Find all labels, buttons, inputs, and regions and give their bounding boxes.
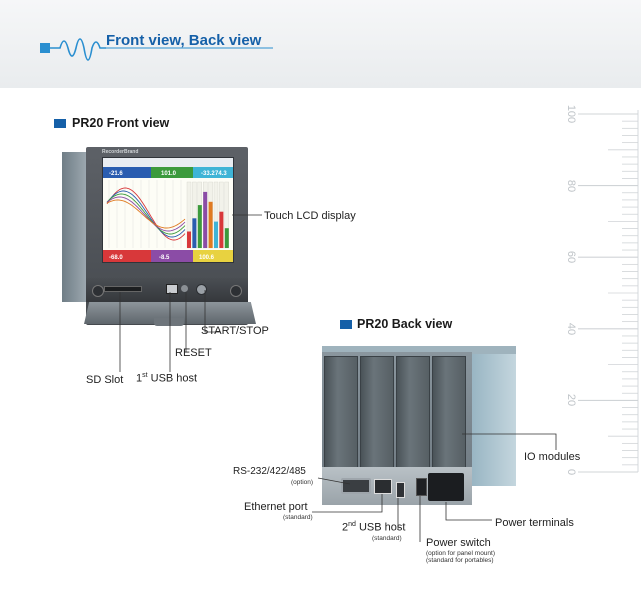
- usb-port[interactable]: [166, 284, 178, 294]
- label-start-stop: START/STOP: [201, 325, 269, 337]
- lcd-bar: [197, 205, 202, 248]
- io-module-card: [396, 356, 430, 468]
- note-ethernet: (standard): [283, 514, 313, 521]
- reset-button[interactable]: [181, 285, 188, 292]
- lcd-bar: [192, 218, 197, 248]
- wave-logo-icon: [40, 38, 273, 61]
- note-usb-host-2: (standard): [372, 535, 402, 542]
- label-ethernet: Ethernet port: [244, 501, 308, 513]
- label-power-terminals: Power terminals: [495, 517, 574, 529]
- usb1-prefix: 1: [136, 372, 143, 385]
- lcd-status-bar: [103, 158, 233, 167]
- knob-right: [230, 285, 242, 297]
- note-power-switch-2: (standard for portables): [426, 557, 494, 564]
- lcd-header-green: [151, 167, 193, 178]
- lcd-trend-line: [106, 196, 186, 232]
- back-title: PR20 Back view: [357, 317, 453, 331]
- lcd-graphics: -21.6 101.0 -33.2 -68.0 -8.5 100.6 74.3: [103, 158, 233, 262]
- header-band: [0, 0, 641, 88]
- lcd-bar: [187, 231, 191, 248]
- power-terminal-block[interactable]: [428, 473, 464, 501]
- label-rs232: RS-232/422/485: [233, 466, 306, 477]
- usb2-sup: nd: [348, 521, 356, 528]
- front-title-marker: [54, 119, 66, 128]
- header-title: Front view, Back view: [106, 32, 262, 49]
- knob-left: [92, 285, 104, 297]
- lcd-readout: -33.2: [201, 171, 215, 177]
- label-io-modules: IO modules: [524, 451, 581, 463]
- back-device-top: [322, 346, 516, 354]
- usb1-sup: st: [142, 372, 148, 379]
- lcd-trend-line: [106, 190, 186, 238]
- front-door-handle: [154, 318, 184, 326]
- lcd-bar: [208, 201, 213, 248]
- screen-brand: RecorderBrand: [102, 149, 139, 155]
- lcd-bar: [224, 228, 229, 248]
- lcd-readout: 101.0: [161, 171, 177, 177]
- start-stop-button[interactable]: [196, 284, 207, 295]
- back-title-marker: [340, 320, 352, 329]
- note-power-switch-1: (option for panel mount): [426, 550, 496, 557]
- label-usb-host-1: 1st USB host: [136, 372, 197, 385]
- front-title: PR20 Front view: [72, 116, 170, 130]
- label-power-switch: Power switch: [426, 537, 491, 549]
- usb-host-2-port[interactable]: [396, 482, 405, 498]
- front-device-side: [62, 152, 90, 302]
- lcd-footer-purple: [151, 250, 193, 262]
- lcd-readout: 74.3: [215, 171, 227, 177]
- usb1-suffix: USB host: [147, 372, 198, 385]
- lcd-trend-line: [106, 193, 186, 235]
- lcd-footer-red: [103, 250, 151, 262]
- ruler: [578, 110, 639, 473]
- rs232-connector[interactable]: [341, 478, 371, 494]
- sd-slot[interactable]: [104, 286, 142, 292]
- label-usb-host-2: 2nd USB host: [342, 521, 405, 534]
- label-reset: RESET: [175, 347, 212, 359]
- lcd-trend-line: [106, 187, 186, 241]
- io-module-card: [432, 356, 466, 468]
- lcd-header-blue: [103, 167, 151, 178]
- lcd-header-cyan: [193, 167, 233, 178]
- io-module-card: [324, 356, 358, 468]
- lcd-bar: [203, 191, 208, 248]
- usb2-suffix: USB host: [355, 521, 406, 534]
- ethernet-port[interactable]: [374, 479, 392, 494]
- lcd-trend-line: [106, 199, 186, 229]
- note-rs232: (option): [291, 479, 314, 486]
- back-device-side: [470, 346, 516, 486]
- label-touch-lcd: Touch LCD display: [264, 210, 356, 222]
- lcd-bar: [214, 221, 218, 248]
- label-sd-slot: SD Slot: [86, 374, 124, 386]
- usb2-prefix: 2: [342, 521, 349, 534]
- lcd-readout: -68.0: [109, 255, 123, 261]
- lcd-readout: -8.5: [159, 255, 170, 261]
- lcd-readout: -21.6: [109, 171, 123, 177]
- lcd-readout: 100.6: [199, 255, 215, 261]
- touch-lcd-screen[interactable]: -21.6 101.0 -33.2 -68.0 -8.5 100.6 74.3: [102, 157, 234, 263]
- lcd-footer-yellow: [193, 250, 233, 262]
- power-switch[interactable]: [416, 478, 427, 496]
- lcd-bar: [219, 211, 224, 248]
